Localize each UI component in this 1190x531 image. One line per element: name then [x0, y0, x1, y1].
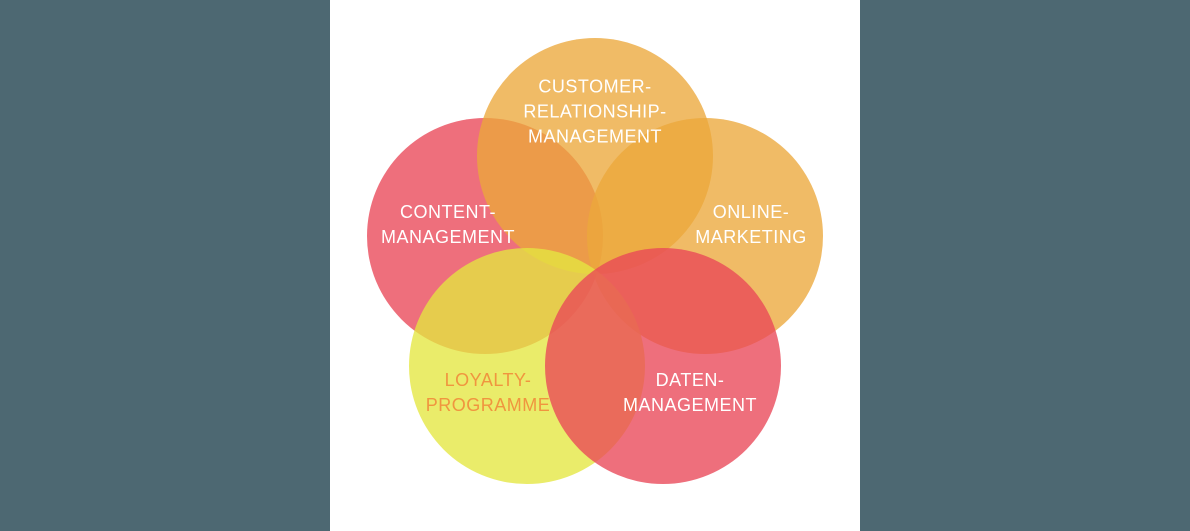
label-customer-relationship-management: CUSTOMER- RELATIONSHIP- MANAGEMENT [523, 75, 666, 150]
label-line: MARKETING [695, 227, 807, 247]
label-daten-management: DATEN- MANAGEMENT [623, 368, 757, 418]
circle-daten-management [545, 248, 781, 484]
label-online-marketing: ONLINE- MARKETING [695, 200, 807, 250]
label-loyalty-programme: LOYALTY- PROGRAMME [426, 368, 551, 418]
label-line: MANAGEMENT [527, 126, 662, 147]
label-line: MANAGEMENT [622, 395, 758, 415]
label-line: DATEN- [655, 370, 725, 390]
label-line: MANAGEMENT [380, 227, 516, 247]
label-line: CUSTOMER- [538, 76, 652, 97]
label-content-management: CONTENT- MANAGEMENT [381, 200, 515, 250]
label-line: LOYALTY- [444, 370, 532, 390]
label-line: RELATIONSHIP- [523, 101, 667, 122]
label-line: CONTENT- [399, 202, 496, 222]
label-line: PROGRAMME [425, 395, 551, 415]
label-line: ONLINE- [712, 202, 790, 222]
diagram-panel: CUSTOMER- RELATIONSHIP- MANAGEMENT CONTE… [330, 0, 860, 531]
